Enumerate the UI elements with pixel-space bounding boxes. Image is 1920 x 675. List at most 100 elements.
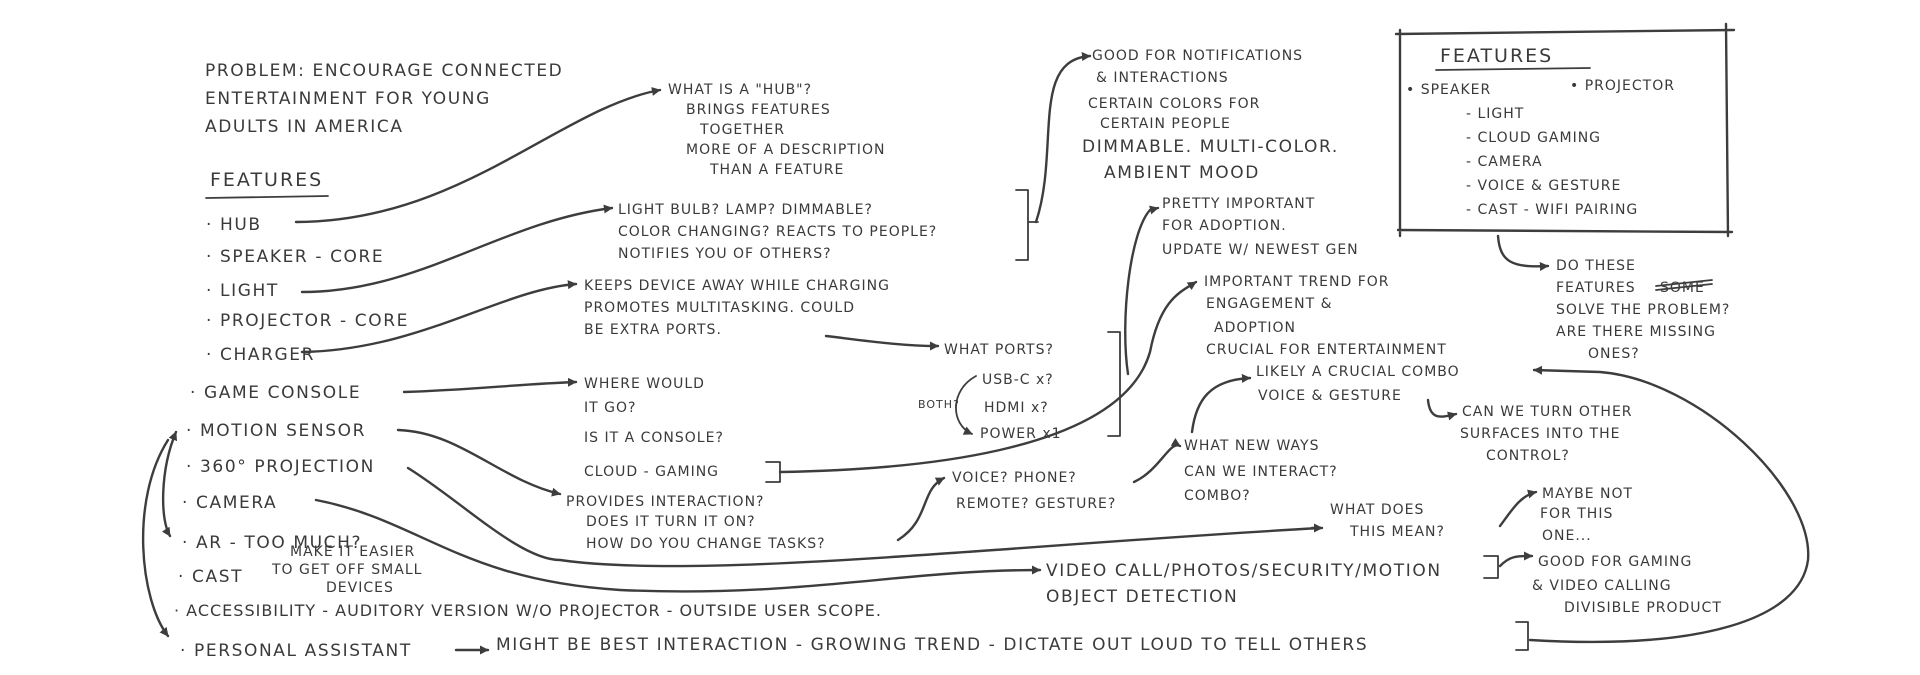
feature-ar: · AR - TOO MUCH? xyxy=(182,533,362,553)
interact-note-line: CAN WE INTERACT? xyxy=(1184,464,1338,480)
box-item-projector: • PROJECTOR xyxy=(1570,78,1675,94)
ports-importance-line: UPDATE W/ NEWEST GEN xyxy=(1162,242,1359,258)
interact-note-line: WHAT NEW WAYS xyxy=(1184,438,1319,454)
problem-line: ADULTS IN AMERICA xyxy=(205,117,404,137)
light-note-line: COLOR CHANGING? REACTS TO PEOPLE? xyxy=(618,224,937,240)
combo-note: LIKELY A CRUCIAL COMBO VOICE & GESTURE xyxy=(1256,364,1460,404)
light-note-line: LIGHT BULB? LAMP? DIMMABLE? xyxy=(618,202,873,218)
hub-note-line: THAN A FEATURE xyxy=(709,162,844,178)
camera-note-line: VIDEO CALL/PHOTOS/SECURITY/MOTION xyxy=(1046,561,1442,581)
problem-statement: PROBLEM: ENCOURAGE CONNECTED ENTERTAINME… xyxy=(205,61,563,137)
port-usb-c: USB-C x? xyxy=(982,372,1054,388)
arrow-camera-good xyxy=(1498,551,1534,568)
light-bracket-note-line: CERTAIN COLORS FOR xyxy=(1088,96,1260,112)
problem-line: PROBLEM: ENCOURAGE CONNECTED xyxy=(205,61,563,81)
arrow-ports-importance xyxy=(1124,205,1160,376)
ports-both-label: BOTH? xyxy=(918,398,960,411)
strikeout xyxy=(1655,279,1713,291)
feature-360-projection: · 360° PROJECTION xyxy=(186,457,375,477)
arrow-console xyxy=(402,377,578,394)
light-bracket-note-line: CERTAIN PEOPLE xyxy=(1100,116,1231,132)
feature-personal-assistant: · PERSONAL ASSISTANT xyxy=(180,641,412,661)
feature-light: · LIGHT xyxy=(206,281,279,301)
arrow-ports xyxy=(824,334,940,351)
feature-hub: · HUB xyxy=(206,215,262,235)
port-hdmi: HDMI x? xyxy=(984,400,1049,416)
box-question-line: DO THESE xyxy=(1556,258,1636,274)
cast-note: MAKE IT EASIER TO GET OFF SMALL DEVICES xyxy=(271,544,422,596)
ar-meaning-note: WHAT DOES THIS MEAN? xyxy=(1330,502,1445,540)
cast-note-line: DEVICES xyxy=(326,580,394,596)
box-question-note: DO THESE FEATURES SOME SOLVE THE PROBLEM… xyxy=(1556,258,1729,362)
box-item-speaker: • SPEAKER xyxy=(1406,82,1491,98)
light-bracket xyxy=(1015,189,1039,261)
features-heading: FEATURES xyxy=(210,169,323,191)
light-bracket-note-line: AMBIENT MOOD xyxy=(1104,163,1260,183)
box-title-underline xyxy=(1435,67,1591,71)
surfaces-note-line: SURFACES INTO THE xyxy=(1460,426,1620,442)
arrow-box-question xyxy=(1496,234,1550,271)
camera-note-line: OBJECT DETECTION xyxy=(1046,587,1238,607)
problem-line: ENTERTAINMENT FOR YOUNG xyxy=(205,89,491,109)
feature-cast: · CAST xyxy=(178,567,243,587)
voice-note: VOICE? PHONE? REMOTE? GESTURE? xyxy=(952,470,1115,512)
combo-note-line: LIKELY A CRUCIAL COMBO xyxy=(1256,364,1460,380)
gaming-importance-line: CRUCIAL FOR ENTERTAINMENT xyxy=(1206,342,1447,358)
box-question-line: ARE THERE MISSING xyxy=(1556,324,1716,340)
camera-good-line: GOOD FOR GAMING xyxy=(1538,554,1692,570)
hub-note-line: BRINGS FEATURES xyxy=(686,102,831,118)
light-bracket-note-line: DIMMABLE. MULTI-COLOR. xyxy=(1082,137,1339,157)
light-note-line: NOTIFIES YOU OF OTHERS? xyxy=(618,246,832,262)
arrow-light xyxy=(300,204,614,294)
arrow-projection-1 xyxy=(396,428,562,497)
surfaces-note: CAN WE TURN OTHER SURFACES INTO THE CONT… xyxy=(1460,404,1632,464)
hub-note-line: MORE OF A DESCRIPTION xyxy=(686,142,885,158)
gaming-importance-line: IMPORTANT TREND FOR xyxy=(1204,274,1390,290)
box-title: FEATURES xyxy=(1440,45,1553,67)
feature-camera: · CAMERA xyxy=(182,493,277,513)
projection-note: PROVIDES INTERACTION? DOES IT TURN IT ON… xyxy=(566,494,826,552)
cloud-gaming-bracket xyxy=(765,461,781,483)
arrow-motion-camera xyxy=(161,430,178,538)
assistant-note: MIGHT BE BEST INTERACTION - GROWING TREN… xyxy=(496,635,1368,655)
arrow-camera xyxy=(314,498,1042,593)
features-box: FEATURES • SPEAKER • PROJECTOR - LIGHT -… xyxy=(1394,22,1736,238)
arrow-voice xyxy=(896,476,946,542)
projection-note-line: DOES IT TURN IT ON? xyxy=(586,514,756,530)
ports-note: WHAT PORTS? USB-C x? HDMI x? POWER x1 BO… xyxy=(918,342,1062,442)
ports-importance-line: PRETTY IMPORTANT xyxy=(1162,196,1315,212)
console-note: WHERE WOULD IT GO? IS IT A CONSOLE? CLOU… xyxy=(584,376,723,480)
arrow-cloud-gaming xyxy=(778,280,1198,474)
maybe-note: MAYBE NOT FOR THIS ONE... xyxy=(1540,486,1632,544)
cast-note-line: TO GET OFF SMALL xyxy=(271,562,422,578)
features-box-frame xyxy=(1394,22,1736,238)
light-note: LIGHT BULB? LAMP? DIMMABLE? COLOR CHANGI… xyxy=(618,202,937,262)
arrow-interact xyxy=(1132,437,1182,484)
camera-good-note: GOOD FOR GAMING & VIDEO CALLING DIVISIBL… xyxy=(1532,554,1721,616)
box-item-voice-gesture: - VOICE & GESTURE xyxy=(1466,178,1621,194)
ports-importance-line: FOR ADOPTION. xyxy=(1162,218,1287,234)
port-power: POWER x1 xyxy=(980,426,1062,442)
interact-note: WHAT NEW WAYS CAN WE INTERACT? COMBO? xyxy=(1184,438,1338,504)
arrow-assistant-combo xyxy=(1528,365,1810,644)
ports-bracket xyxy=(1107,331,1121,437)
cast-note-line: MAKE IT EASIER xyxy=(290,544,415,560)
gaming-importance-line: ADOPTION xyxy=(1214,320,1296,336)
ar-meaning-line: THIS MEAN? xyxy=(1349,524,1445,540)
arrow-projection-2 xyxy=(406,466,1322,568)
cloud-gaming-label: CLOUD - GAMING xyxy=(584,464,719,480)
maybe-note-line: ONE... xyxy=(1542,528,1592,544)
maybe-note-line: FOR THIS xyxy=(1540,506,1613,522)
arrow-charger xyxy=(300,280,578,354)
arrow-motion-assistant xyxy=(141,438,170,638)
feature-motion-sensor: · MOTION SENSOR xyxy=(186,421,366,441)
features-list: FEATURES · HUB · SPEAKER - CORE · LIGHT … xyxy=(174,169,881,661)
box-item-cast: - CAST - WIFI PAIRING xyxy=(1466,202,1638,218)
hub-note-line: WHAT IS A "HUB"? xyxy=(668,82,812,98)
light-bracket-note-line: GOOD FOR NOTIFICATIONS xyxy=(1092,48,1303,64)
feature-charger: · CHARGER xyxy=(206,345,315,365)
projection-note-line: HOW DO YOU CHANGE TASKS? xyxy=(586,536,826,552)
feature-speaker: · SPEAKER - CORE xyxy=(206,247,384,267)
box-item-cloud-gaming: - CLOUD GAMING xyxy=(1466,130,1601,146)
